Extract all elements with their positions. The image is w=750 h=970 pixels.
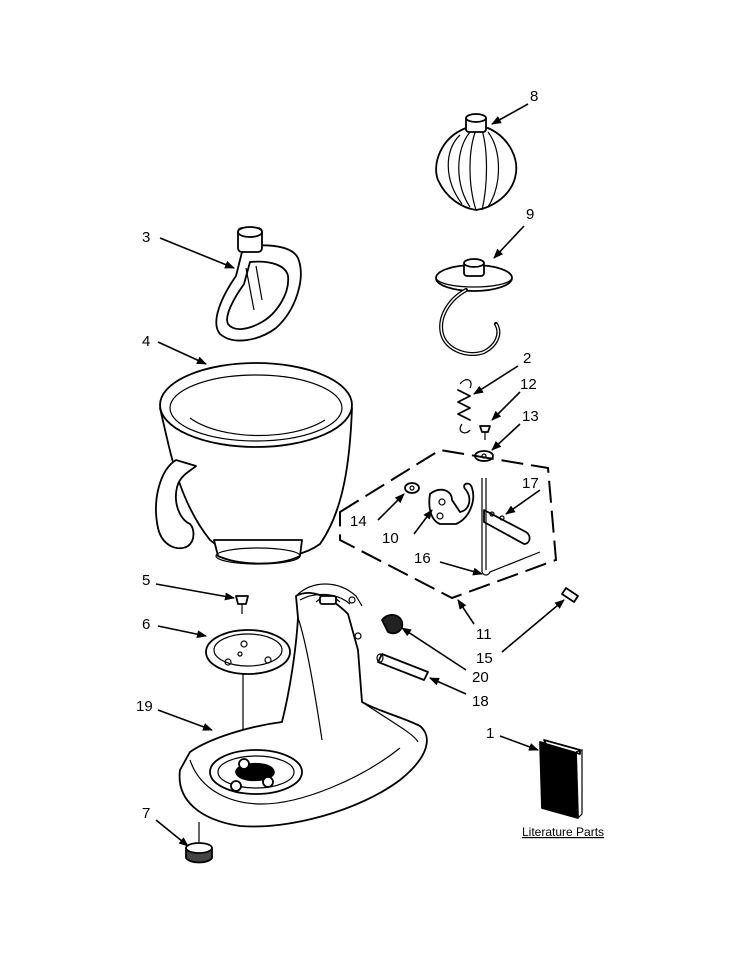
callout-3: 3 bbox=[142, 229, 150, 246]
callout-1: 1 bbox=[486, 725, 494, 742]
lift-linkage-assembly bbox=[339, 448, 579, 603]
flat-beater bbox=[215, 226, 302, 342]
callout-4: 4 bbox=[142, 333, 150, 350]
callout-15: 15 bbox=[476, 650, 493, 667]
callout-13: 13 bbox=[522, 408, 539, 425]
leader-lines bbox=[155, 103, 565, 847]
literature-parts-label: Literature Parts bbox=[522, 825, 604, 839]
callout-16: 16 bbox=[414, 550, 431, 567]
callout-5: 5 bbox=[142, 572, 150, 589]
mixer-base bbox=[178, 583, 428, 828]
callout-20: 20 bbox=[472, 669, 489, 686]
callout-9: 9 bbox=[526, 206, 534, 223]
callout-2: 2 bbox=[523, 350, 531, 367]
screw-and-plate bbox=[205, 595, 291, 760]
callout-8: 8 bbox=[530, 88, 538, 105]
dough-hook bbox=[435, 258, 513, 356]
literature-booklet bbox=[539, 739, 583, 819]
callout-10: 10 bbox=[382, 530, 399, 547]
callout-7: 7 bbox=[142, 805, 150, 822]
callout-labels: 8 9 3 4 2 12 13 17 14 10 16 5 6 11 15 20… bbox=[136, 88, 604, 839]
callout-18: 18 bbox=[472, 693, 489, 710]
callout-6: 6 bbox=[142, 616, 150, 633]
callout-19: 19 bbox=[136, 698, 153, 715]
callout-11: 11 bbox=[476, 626, 492, 643]
rubber-foot bbox=[185, 822, 213, 864]
callout-12: 12 bbox=[520, 376, 537, 393]
callout-14: 14 bbox=[350, 513, 367, 530]
wire-whip bbox=[435, 113, 518, 211]
spring-screw-washer bbox=[457, 379, 494, 462]
callout-17: 17 bbox=[522, 475, 539, 492]
mixing-bowl bbox=[155, 362, 353, 565]
side-parts bbox=[376, 614, 429, 681]
